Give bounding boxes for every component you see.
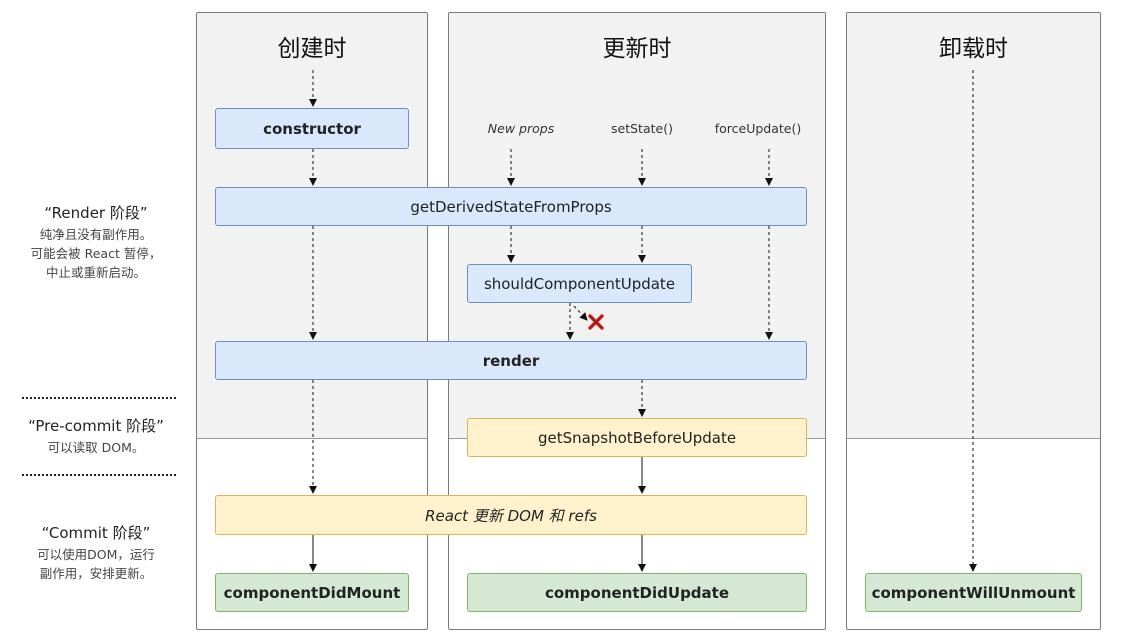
method-component-did-update: componentDidUpdate <box>467 573 807 612</box>
phase-precommit-title: “Pre-commit 阶段” <box>28 417 164 435</box>
method-component-will-unmount: componentWillUnmount <box>865 573 1082 612</box>
phase-commit-desc-line: 副作用，安排更新。 <box>39 566 153 581</box>
trigger-new-props: New props <box>487 121 555 136</box>
trigger-force-update: forceUpdate() <box>714 121 802 136</box>
method-render: render <box>215 341 807 380</box>
phase-divider <box>22 474 176 476</box>
phase-render-desc-line: 中止或重新启动。 <box>45 265 146 280</box>
phase-render-desc: 纯净且没有副作用。 可能会被 React 暂停， 中止或重新启动。 <box>8 225 184 282</box>
method-get-derived-state-from-props: getDerivedStateFromProps <box>215 187 807 226</box>
trigger-set-state: setState() <box>611 121 673 136</box>
column-title-unmount: 卸载时 <box>939 36 1008 62</box>
phase-precommit-label: “Pre-commit 阶段” 可以读取 DOM。 <box>8 415 184 457</box>
phase-precommit-desc: 可以读取 DOM。 <box>8 438 184 457</box>
phase-divider <box>22 397 176 399</box>
phase-render-title: “Render 阶段” <box>44 204 148 222</box>
phase-render-desc-line: 可能会被 React 暂停， <box>30 246 162 261</box>
phase-precommit-desc-line: 可以读取 DOM。 <box>47 440 145 455</box>
column-title-update: 更新时 <box>602 36 672 62</box>
method-should-component-update: shouldComponentUpdate <box>467 264 692 303</box>
x-mark-icon <box>588 314 604 330</box>
phase-commit-desc-line: 可以使用DOM，运行 <box>37 547 155 562</box>
arrow-should-update-cancel <box>573 305 588 321</box>
react-updates-dom-and-refs: React 更新 DOM 和 refs <box>215 495 807 535</box>
phase-commit-title: “Commit 阶段” <box>41 524 151 542</box>
column-title-mount: 创建时 <box>277 36 347 62</box>
phase-separator <box>197 438 427 439</box>
method-get-snapshot-before-update: getSnapshotBeforeUpdate <box>467 418 807 457</box>
phase-render-desc-line: 纯净且没有副作用。 <box>39 227 153 242</box>
method-component-did-mount: componentDidMount <box>215 573 409 612</box>
phase-commit-desc: 可以使用DOM，运行 副作用，安排更新。 <box>8 545 184 583</box>
phase-render-label: “Render 阶段” 纯净且没有副作用。 可能会被 React 暂停， 中止或… <box>8 202 184 282</box>
method-constructor: constructor <box>215 108 409 149</box>
phase-commit-label: “Commit 阶段” 可以使用DOM，运行 副作用，安排更新。 <box>8 522 184 583</box>
